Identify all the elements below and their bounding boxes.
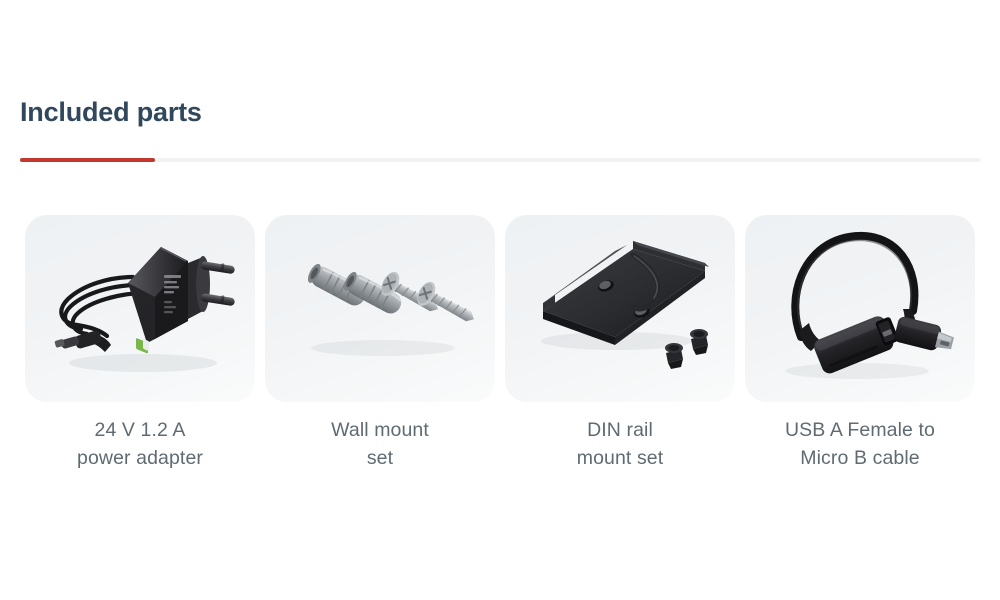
part-caption-line1: 24 V 1.2 A xyxy=(94,419,186,441)
part-caption-line1: USB A Female to xyxy=(785,419,935,441)
part-card-media xyxy=(505,215,735,402)
wall-mount-set-icon xyxy=(307,263,474,356)
din-screw-1 xyxy=(665,343,683,369)
part-caption-line2: Micro B cable xyxy=(800,447,920,469)
divider-accent xyxy=(20,158,155,162)
part-caption-line1: Wall mount xyxy=(331,419,429,441)
part-caption-line2: power adapter xyxy=(77,447,203,469)
page-title: Included parts xyxy=(20,97,202,127)
power-adapter-icon xyxy=(54,247,235,372)
part-card-media xyxy=(745,215,975,402)
part-card-wall-mount-set[interactable]: Wall mount set xyxy=(265,215,495,472)
part-card-caption: DIN rail mount set xyxy=(505,416,735,472)
part-card-usb-cable[interactable]: USB A Female to Micro B cable xyxy=(745,215,975,472)
part-card-media xyxy=(265,215,495,402)
part-card-caption: Wall mount set xyxy=(265,416,495,472)
usb-cable-icon xyxy=(785,231,954,379)
section-divider xyxy=(20,158,980,162)
part-card-power-adapter[interactable]: 24 V 1.2 A power adapter xyxy=(25,215,255,472)
part-caption-line2: set xyxy=(366,447,394,469)
part-card-caption: USB A Female to Micro B cable xyxy=(745,416,975,472)
din-rail-mount-set-icon xyxy=(541,241,709,369)
part-caption-line2: mount set xyxy=(576,447,664,469)
part-caption-line1: DIN rail xyxy=(587,419,653,441)
din-screw-2 xyxy=(690,329,708,355)
part-card-media xyxy=(25,215,255,402)
part-card-caption: 24 V 1.2 A power adapter xyxy=(25,416,255,472)
part-card-din-rail-mount-set[interactable]: DIN rail mount set xyxy=(505,215,735,472)
parts-card-grid: 24 V 1.2 A power adapter xyxy=(25,215,975,472)
